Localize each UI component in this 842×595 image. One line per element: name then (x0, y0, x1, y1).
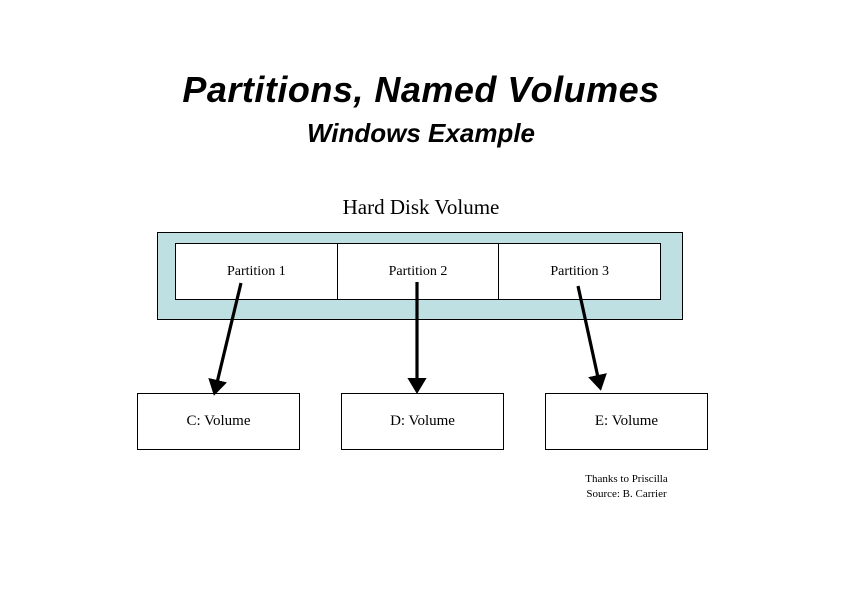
hard-disk-volume-label: Hard Disk Volume (342, 195, 500, 219)
partition-cell-1: Partition 1 (176, 244, 337, 299)
volume-box-c: C: Volume (137, 393, 300, 450)
partition-strip: Partition 1 Partition 2 Partition 3 (175, 243, 661, 300)
partition-cell-2: Partition 2 (336, 244, 499, 299)
credits-line-1: Thanks to Priscilla (585, 473, 668, 485)
volume-box-e: E: Volume (545, 393, 708, 450)
credits: Thanks to Priscilla Source: B. Carrier (545, 472, 708, 502)
page-subtitle: Windows Example (306, 118, 536, 148)
volume-box-d: D: Volume (341, 393, 504, 450)
credits-line-2: Source: B. Carrier (586, 488, 667, 500)
page-title: Partitions, Named Volumes (182, 69, 660, 110)
partition-cell-3: Partition 3 (498, 244, 661, 299)
